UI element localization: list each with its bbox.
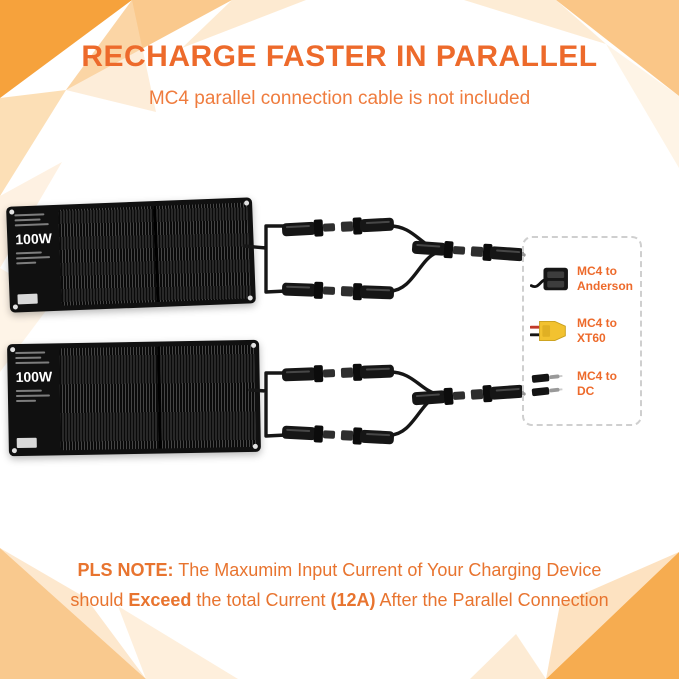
panel-fold-seam [152,206,160,303]
note-bold-current: (12A) [330,589,376,610]
note-bold-exceed: Exceed [128,589,192,610]
fineprint-line [15,351,46,355]
adapter-label: MC4 to Anderson [577,263,634,293]
adapter-option-xt60: MC4 to XT60 [530,315,634,347]
panel-print-area: 100W [15,351,57,449]
panel-wattage-label: 100W [15,230,53,248]
grommet [247,295,253,301]
fineprint-line [15,251,42,255]
grommet [252,443,258,449]
panel-wattage-label: 100W [15,368,53,386]
fineprint-line [14,223,49,227]
fineprint-line [16,256,51,260]
note-line-1: PLS NOTE: The Maxumim Input Current of Y… [16,556,663,586]
note-label: PLS NOTE: [77,560,174,580]
grommet [251,342,257,348]
adapter-option-dc: MC4 to DC [530,368,634,400]
grommet [10,347,16,353]
xt60-connector-icon [530,320,566,342]
note-text: The Maxumim Input Current of Your Chargi… [173,560,602,580]
note: PLS NOTE: The Maxumim Input Current of Y… [16,556,663,615]
panel-print-area: 100W [14,213,57,305]
grommet [243,200,250,206]
adapter-label: MC4 to DC [577,368,617,398]
note-line-2: should Exceed the total Current (12A) Af… [16,586,663,616]
note-text: the total Current [191,589,331,610]
panel-fold-seam [156,346,162,449]
panel-sticker [17,293,38,305]
fineprint-line [14,213,45,217]
note-text: should [70,589,129,610]
fineprint-line [16,399,37,403]
fineprint-line [15,394,50,398]
page-subtitle: MC4 parallel connection cable is not inc… [148,88,531,109]
solar-panel-1: 100W [6,197,256,313]
panel-sticker [16,437,37,449]
fineprint-line [15,361,50,365]
adapter-options-box: MC4 to Anderson MC4 to XT60 [522,236,642,426]
fineprint-line [16,261,37,265]
note-text: After the Parallel Connection [375,589,609,610]
panel-cells [58,202,251,306]
adapter-option-anderson: MC4 to Anderson [530,263,634,295]
fineprint-line [15,356,42,360]
anderson-connector-icon [530,267,568,290]
grommet [11,448,17,454]
dc-plug-icon [531,373,563,396]
fineprint-line [14,218,41,222]
solar-panel-2: 100W [7,339,261,457]
grommet [12,304,19,310]
page-title: RECHARGE FASTER IN PARALLEL [81,40,598,73]
fineprint-line [15,389,42,393]
adapter-label: MC4 to XT60 [577,316,617,345]
panel-cells [59,344,256,451]
